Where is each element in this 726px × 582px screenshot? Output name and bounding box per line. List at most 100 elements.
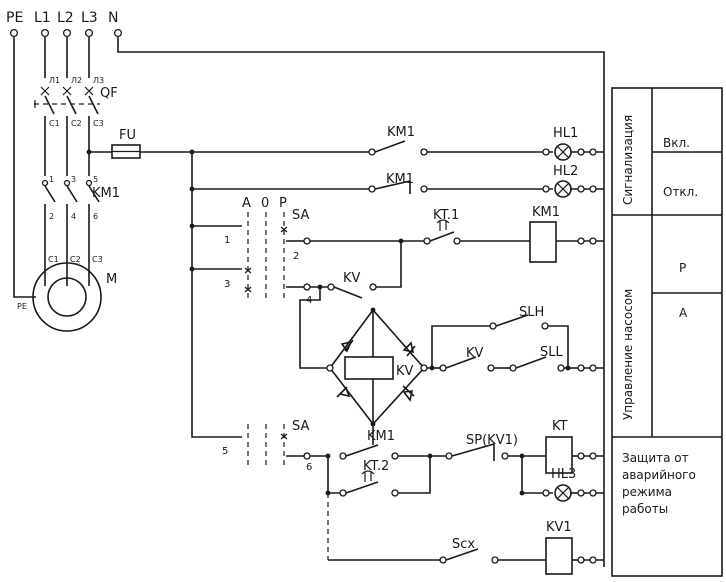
sp-kv1-label: SP(KV1): [466, 433, 518, 448]
sa-designator-lower: SA: [292, 419, 309, 434]
qf-output-wires: [44, 116, 90, 176]
sll-contact: [515, 356, 547, 369]
sa-position-0: 0: [261, 196, 269, 211]
row-kv1: Scx KV1: [327, 493, 604, 575]
motor-designator: M: [106, 272, 117, 287]
km1-contact-label-1: KM1: [387, 125, 415, 140]
terminal-pe: [9, 28, 19, 38]
row-protection-kt2: KT.2: [325, 456, 431, 497]
svg-text:6: 6: [306, 462, 312, 473]
lamp-hl2-label: HL2: [553, 164, 578, 179]
row-hl3: HL3: [519, 456, 604, 502]
label-l2: L2: [57, 10, 74, 26]
legend-signaling-title: Сигнализация: [621, 115, 635, 205]
coil-km1-label: KM1: [532, 205, 560, 220]
qf-blades: [44, 95, 99, 115]
lamp-hl3-label: HL3: [551, 467, 576, 482]
svg-text:С3: С3: [93, 119, 104, 128]
coil-kv-label: KV: [396, 364, 414, 379]
legend-protection-line-4: работы: [622, 502, 668, 516]
scx-label: Scx: [452, 537, 475, 552]
sa-position-p: P: [279, 196, 287, 211]
qf-x-marks: [40, 86, 94, 96]
svg-text:3: 3: [71, 175, 76, 184]
kt2-label: KT.2: [363, 459, 389, 474]
legend-table: Сигнализация Вкл. Откл. Управление насос…: [611, 87, 723, 577]
lamp-hl1-label: HL1: [553, 126, 578, 141]
kt1-label: KT.1: [433, 208, 459, 223]
row-km1-coil: KT.1 KM1: [289, 205, 604, 263]
svg-text:С2: С2: [71, 119, 82, 128]
motor-feed-wires: [44, 204, 90, 286]
kv-level-contact: [445, 356, 477, 369]
scx-contact: [445, 548, 479, 561]
legend-signaling-off: Откл.: [663, 185, 698, 199]
svg-text:Л3: Л3: [93, 76, 104, 85]
kt2-delay-symbol: [361, 470, 375, 482]
label-l1: L1: [34, 10, 51, 26]
label-pe: PE: [6, 10, 23, 26]
svg-text:4: 4: [71, 212, 76, 221]
coil-kv1-label: KV1: [546, 520, 572, 535]
row-kv-selfhold: KV: [289, 241, 402, 369]
motor-m: M С1 С2 С3: [32, 255, 117, 332]
km1-nc-contact: [374, 180, 411, 194]
legend-protection-line-3: режима: [622, 485, 672, 499]
kt1-delay-symbol: [436, 219, 450, 231]
diode-1: [340, 339, 354, 353]
qf-designator: QF: [100, 86, 118, 101]
motor-pe-label: PE: [17, 302, 27, 311]
legend-protection-line-2: аварийного: [622, 468, 696, 482]
km1-no-contact: [374, 140, 406, 153]
diode-3: [336, 386, 351, 398]
kv-selfhold-label: KV: [343, 271, 361, 286]
pe-conductor: [13, 37, 36, 298]
sa-position-a: A: [242, 196, 251, 211]
neutral-bus: [117, 37, 605, 567]
label-l3: L3: [81, 10, 98, 26]
slh-contact: [495, 314, 529, 327]
supply-terminals: [9, 28, 123, 38]
svg-text:Л1: Л1: [49, 76, 60, 85]
breaker-qf: QF Л1 Л2 Л3 С1 С2 С3: [34, 37, 118, 176]
legend-frame: [611, 87, 723, 577]
motor-outer: [32, 262, 102, 332]
slh-label: SLH: [519, 305, 544, 320]
legend-protection-line-1: Защита от: [622, 451, 689, 465]
selector-switch-sa-lower: SA 5 6: [222, 419, 312, 473]
coil-kt: [545, 436, 573, 474]
km1-main-designator: KM1: [92, 186, 120, 201]
legend-signaling-on: Вкл.: [663, 136, 690, 150]
supply-labels: PE L1 L2 L3 N: [6, 10, 118, 26]
svg-text:3: 3: [224, 279, 230, 290]
kv-selfhold-contact: [333, 286, 363, 299]
diode-bridge: KV: [326, 307, 428, 427]
kt1-contact: [429, 231, 455, 242]
sa-closed-marks: [244, 226, 288, 293]
km1-main-blades: [44, 185, 100, 203]
svg-text:С1: С1: [49, 119, 60, 128]
svg-text:1: 1: [49, 175, 54, 184]
sa-designator-upper: SA: [292, 208, 309, 223]
coil-kt-label: KT: [552, 419, 568, 434]
selector-switch-sa-upper: A 0 P SA 1 3 2 4: [189, 196, 312, 306]
terminal-l2: [62, 28, 72, 38]
sp-kv1-contact: [451, 443, 495, 461]
terminal-l1: [40, 28, 50, 38]
km1-protection-contact: [345, 444, 379, 457]
diode-4: [402, 385, 415, 402]
legend-pump-title: Управление насосом: [621, 289, 635, 420]
wire-to-bridge-left: [299, 287, 330, 369]
sll-label: SLL: [540, 345, 563, 360]
kt2-contact: [345, 481, 379, 494]
control-bus-vertical: [191, 152, 242, 438]
label-n: N: [108, 10, 118, 26]
svg-text:5: 5: [93, 175, 98, 184]
terminal-n: [113, 28, 123, 38]
fuse-fu: FU: [111, 128, 141, 159]
terminal-l3: [84, 28, 94, 38]
coil-kv: [344, 356, 394, 380]
km1-contact-label-2: KM1: [386, 172, 414, 187]
legend-pump-auto: А: [679, 306, 688, 320]
